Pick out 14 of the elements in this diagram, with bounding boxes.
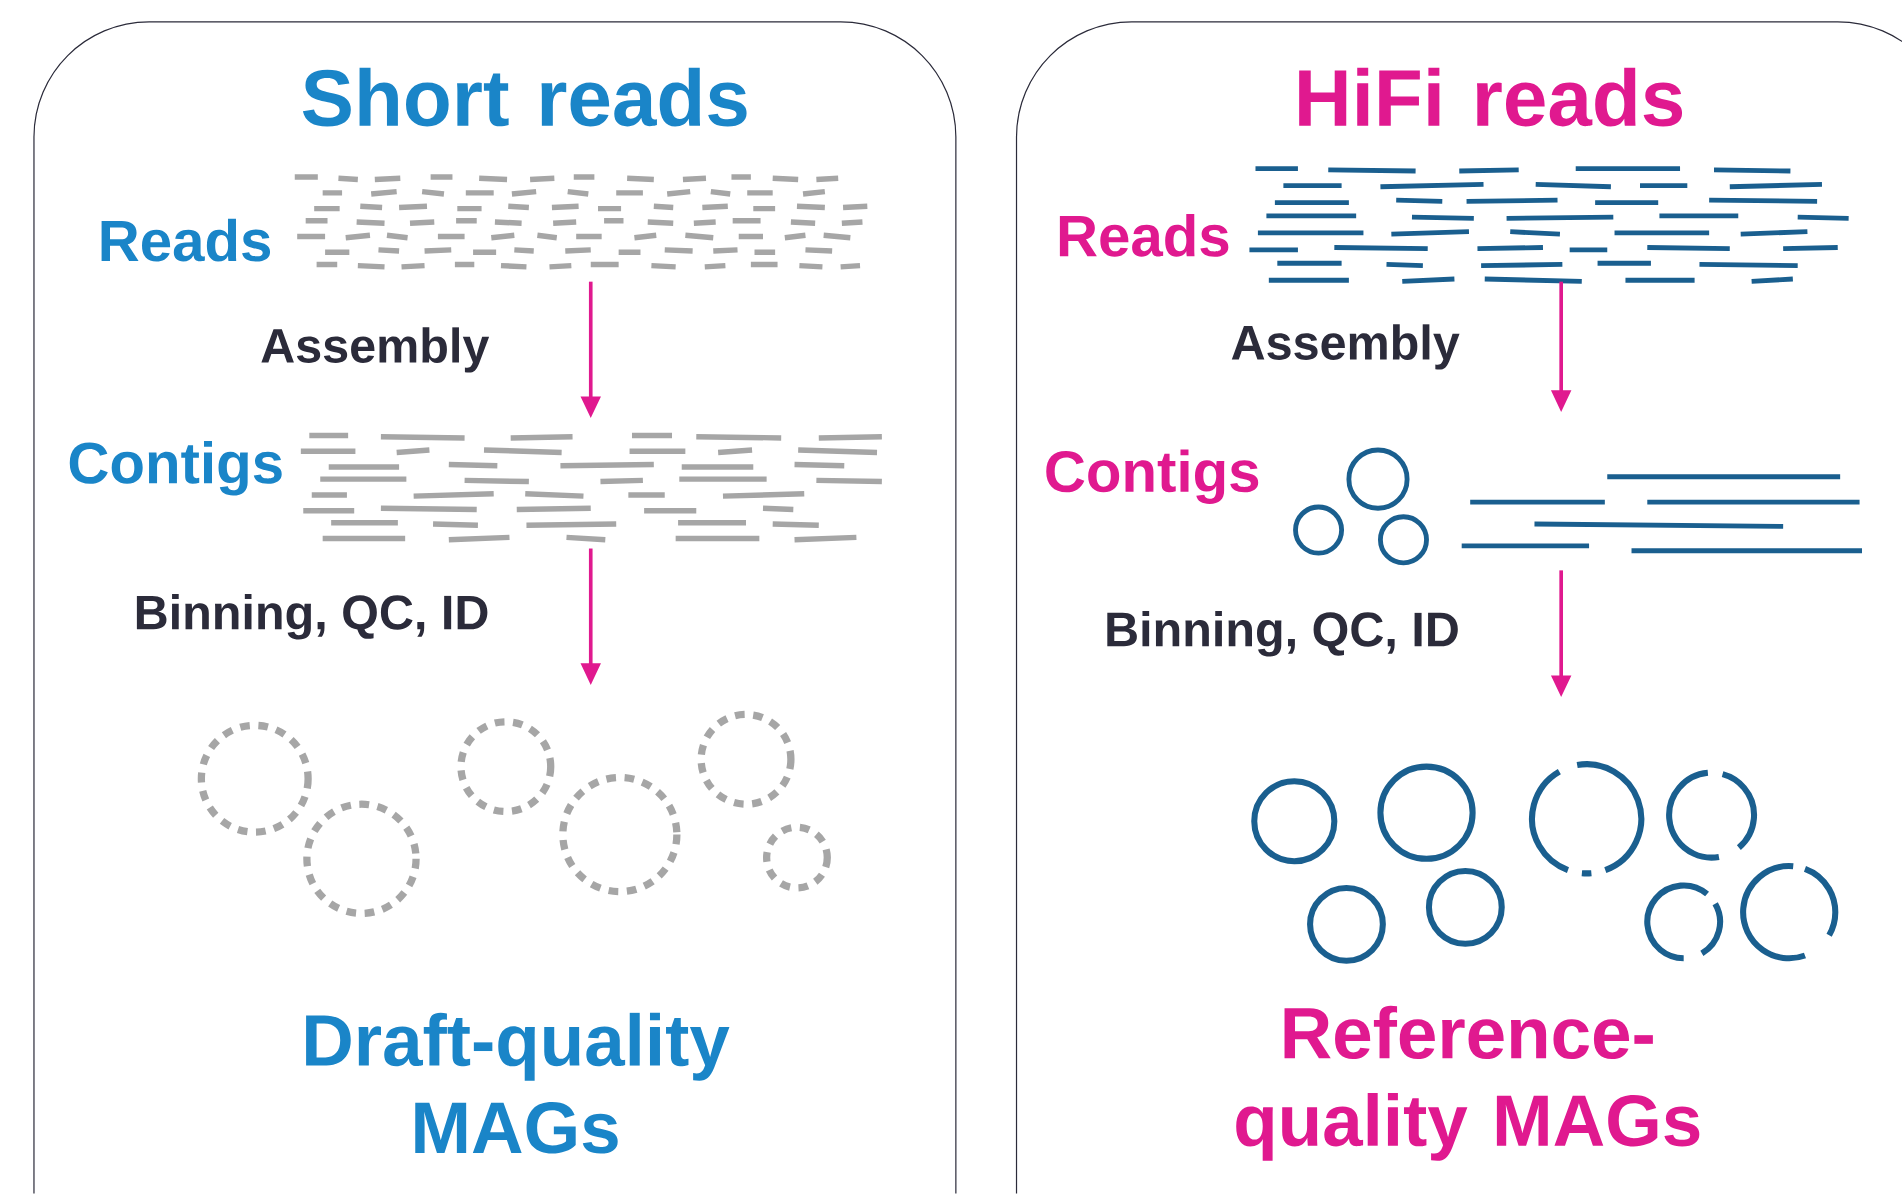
- edge-label: Binning, QC, ID: [1107, 611, 1458, 657]
- edge-label: Assembly: [261, 327, 490, 373]
- stage-label: Contigs: [69, 441, 282, 496]
- stage-label: Reads: [101, 219, 271, 262]
- result-heading: Reference-quality MAGs: [1236, 1005, 1700, 1161]
- stage-label: Reads: [1059, 214, 1229, 257]
- panel-title: HiFi reads: [1299, 67, 1683, 127]
- result-heading: Draft-quality MAGs: [306, 1013, 730, 1154]
- mags-drawing: [1251, 761, 1839, 964]
- panel-title: Short reads: [302, 67, 747, 127]
- edge-label: Binning, QC, ID: [136, 594, 488, 640]
- stage-label: Contigs: [1046, 449, 1259, 505]
- mags-drawing: [197, 711, 831, 918]
- edge-label: Assembly: [1231, 324, 1460, 370]
